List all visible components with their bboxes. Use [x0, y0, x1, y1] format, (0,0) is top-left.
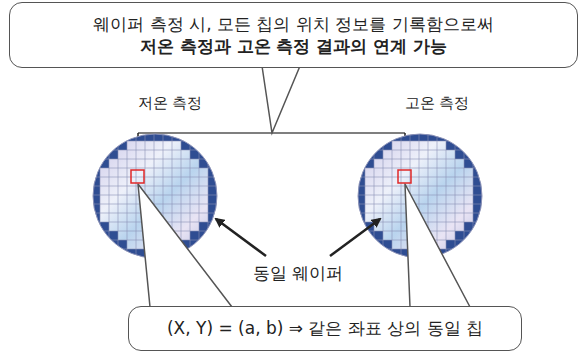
grid-line: [93, 141, 217, 142]
grid-line: [374, 134, 375, 258]
edge-die: [473, 186, 482, 195]
edge-die: [118, 240, 127, 249]
edge-die: [374, 150, 383, 159]
grid-line: [136, 134, 137, 258]
grid-line: [358, 186, 482, 187]
grid-line: [93, 159, 217, 160]
edge-die: [91, 186, 100, 195]
callout-box: (X, Y) = (a, b) ⇒ 같은 좌표 상의 동일 칩: [128, 306, 522, 351]
grid-line: [190, 134, 191, 258]
callout-tail: [405, 184, 470, 307]
grid-line: [358, 168, 482, 169]
edge-die: [91, 195, 100, 204]
grid-line: [93, 132, 217, 133]
grid-line: [401, 134, 402, 258]
grid-line: [365, 134, 366, 258]
callout-text: 저온 측정과 고온 측정 결과의 연계 가능: [140, 35, 448, 57]
grid-line: [93, 186, 217, 187]
edge-die: [118, 132, 127, 141]
grid-line: [455, 134, 456, 258]
edge-die: [473, 213, 482, 222]
grid-line: [93, 204, 217, 205]
callout-text: (X, Y) = (a, b) ⇒ 같은 좌표 상의 동일 칩: [167, 317, 483, 339]
edge-die: [100, 150, 109, 159]
grid-line: [100, 134, 101, 258]
edge-die: [365, 150, 374, 159]
grid-line: [358, 132, 482, 133]
grid-line: [93, 168, 217, 169]
edge-die: [91, 222, 100, 231]
edge-die: [356, 195, 365, 204]
grid-line: [358, 141, 482, 142]
edge-die: [154, 132, 163, 141]
callout-text: 웨이퍼 측정 시, 모든 칩의 위치 정보를 기록함으로써: [93, 13, 493, 35]
grid-line: [358, 204, 482, 205]
edge-die: [356, 186, 365, 195]
grid-line: [358, 150, 482, 151]
edge-die: [190, 231, 199, 240]
grid-line: [473, 134, 474, 258]
edge-die: [356, 159, 365, 168]
grid-line: [127, 134, 128, 258]
caption-label: 동일 웨이퍼: [253, 262, 343, 285]
grid-line: [358, 195, 482, 196]
pointer-line: [138, 132, 405, 134]
edge-die: [91, 159, 100, 168]
edge-die: [374, 141, 383, 150]
pointer-arrow: [216, 219, 266, 256]
edge-die: [419, 132, 428, 141]
edge-die: [109, 150, 118, 159]
callout-box: 웨이퍼 측정 시, 모든 칩의 위치 정보를 기록함으로써저온 측정과 고온 측…: [9, 2, 578, 68]
caption-label: 고온 측정: [405, 94, 470, 113]
chip-marker: [131, 170, 144, 183]
edge-die: [145, 132, 154, 141]
callout-tail: [138, 184, 232, 307]
edge-die: [208, 213, 217, 222]
grid-line: [93, 177, 217, 178]
chip-marker: [398, 170, 411, 183]
pointer-arrow: [330, 219, 380, 256]
grid-line: [437, 134, 438, 258]
grid-line: [446, 134, 447, 258]
grid-line: [91, 134, 92, 258]
grid-line: [358, 159, 482, 160]
grid-line: [109, 134, 110, 258]
grid-line: [118, 134, 119, 258]
edge-die: [446, 132, 455, 141]
grid-line: [208, 134, 209, 258]
grid-line: [392, 134, 393, 258]
grid-line: [93, 195, 217, 196]
edge-die: [208, 195, 217, 204]
edge-die: [455, 231, 464, 240]
edge-die: [473, 195, 482, 204]
edge-die: [109, 141, 118, 150]
edge-die: [383, 132, 392, 141]
edge-die: [410, 132, 419, 141]
edge-die: [199, 159, 208, 168]
caption-label: 저온 측정: [138, 94, 203, 113]
callout-tail: [262, 66, 300, 133]
edge-die: [181, 132, 190, 141]
grid-line: [356, 134, 357, 258]
edge-die: [464, 159, 473, 168]
grid-line: [383, 134, 384, 258]
edge-die: [383, 240, 392, 249]
grid-line: [93, 150, 217, 151]
grid-line: [358, 177, 482, 178]
edge-die: [208, 186, 217, 195]
